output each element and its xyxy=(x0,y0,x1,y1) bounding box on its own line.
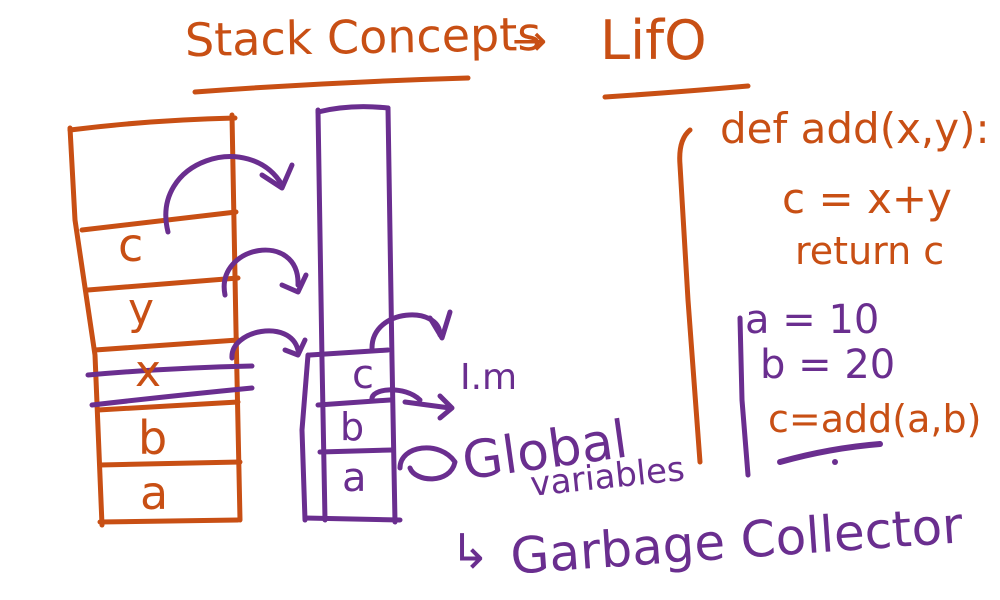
strike-through-x xyxy=(85,363,255,408)
calls-dot xyxy=(832,459,838,465)
right-stack-cell-a: a xyxy=(342,455,367,501)
title-right: LifO xyxy=(600,9,707,72)
right-stack-frame xyxy=(299,104,403,525)
right-stack-divider-2 xyxy=(315,397,393,408)
collector-arrow: ↳ xyxy=(450,524,491,580)
title-arrow: → xyxy=(512,16,548,65)
right-stack-divider-1 xyxy=(307,347,391,358)
left-stack-divider-3 xyxy=(92,337,241,353)
left-stack-divider-4 xyxy=(95,399,241,413)
calls-line-b: b = 20 xyxy=(760,342,896,388)
title-underline-right xyxy=(602,83,751,100)
left-stack-cell-x: x xyxy=(135,346,162,397)
right-stack-cell-b: b xyxy=(340,405,365,449)
right-stack-arrows xyxy=(369,309,458,482)
calls-underline xyxy=(777,441,883,465)
code-body-line-1: c = x+y xyxy=(782,174,952,223)
left-stack-divider-5 xyxy=(97,459,243,468)
left-stack-arrows xyxy=(163,154,309,361)
calls-line-a: a = 10 xyxy=(745,297,880,343)
left-stack-divider-1 xyxy=(79,209,239,233)
calls-bracket xyxy=(737,315,751,478)
code-body-line-2: return c xyxy=(795,229,945,273)
left-stack-cell-b: b xyxy=(138,411,168,465)
right-stack-divider-3 xyxy=(317,447,395,455)
right-stack-arrow-label: I.m xyxy=(460,357,518,398)
left-stack-cell-c: c xyxy=(118,218,144,272)
left-stack-cell-y: y xyxy=(128,284,155,335)
calls-line-c: c=add(a,b) xyxy=(768,397,982,441)
left-stack-divider-2 xyxy=(85,275,241,293)
code-bracket xyxy=(677,127,703,465)
title-left: Stack Concepts xyxy=(184,6,542,68)
right-stack-cell-c: c xyxy=(352,352,374,398)
title-underline-left xyxy=(192,75,471,95)
code-def-line: def add(x,y): xyxy=(720,104,990,153)
left-stack-frame xyxy=(67,112,243,528)
left-stack-cell-a: a xyxy=(140,466,169,520)
